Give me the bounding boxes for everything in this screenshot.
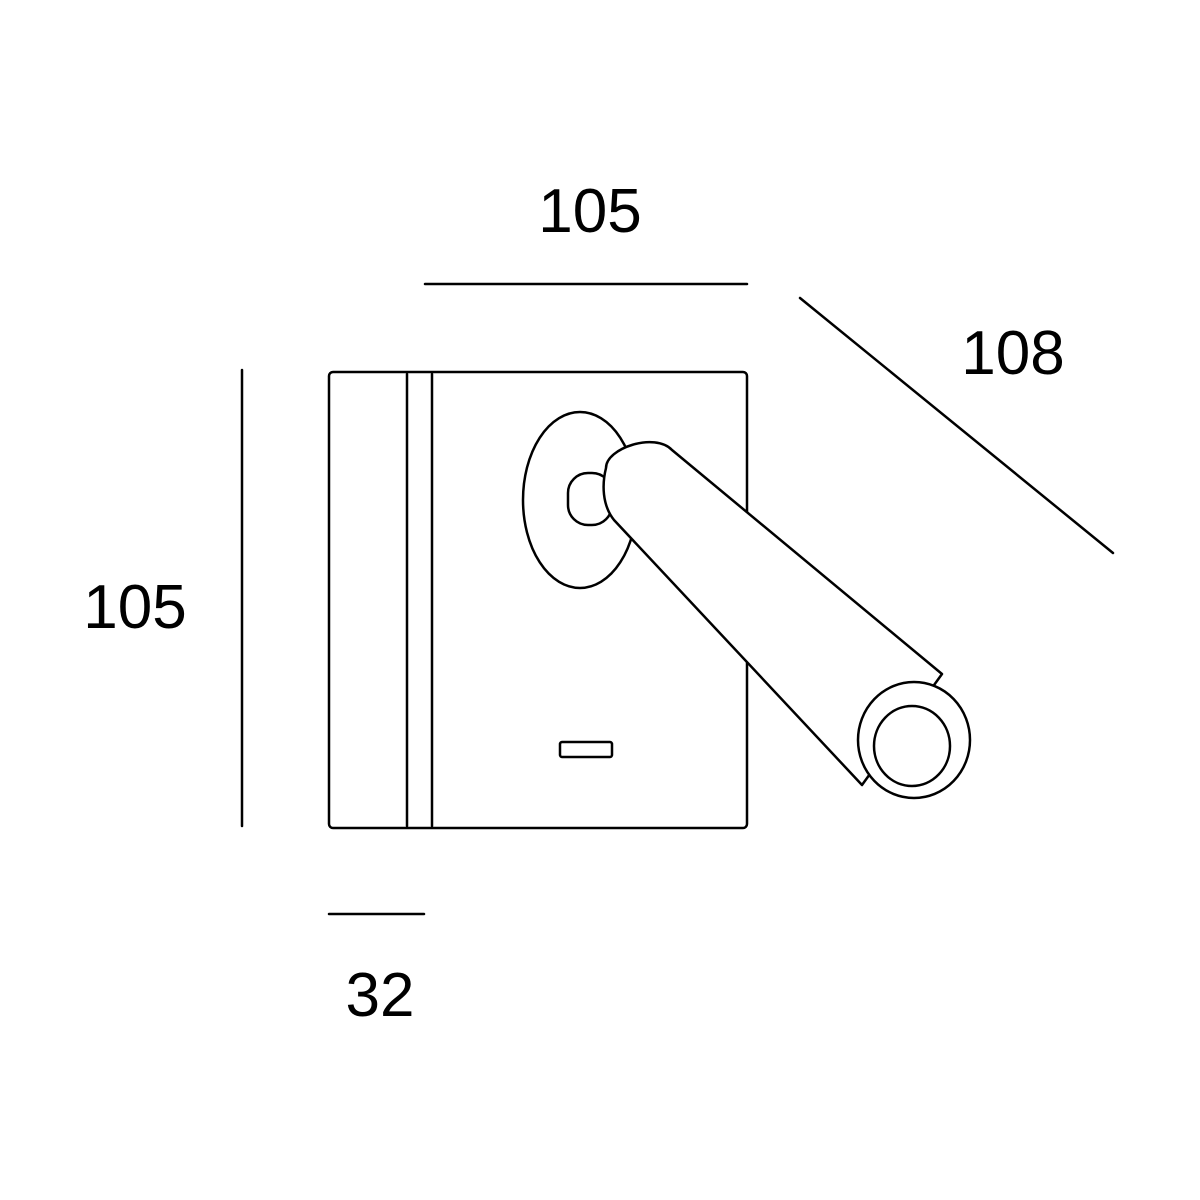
switch-slot [558,740,614,759]
arm-reach-dimension-label: 108 [961,319,1064,388]
width-dimension-label: 105 [538,177,641,246]
depth-dimension-label: 32 [346,961,415,1030]
arm-reach-dimension: 108 [798,296,1115,555]
arm-body [602,440,944,787]
height-dimension: 105 [83,368,244,828]
depth-dimension: 32 [327,912,426,1030]
arm-head-lens [872,704,952,788]
reading-arm [602,440,972,800]
height-dimension-label: 105 [83,573,186,642]
arm-reach-dimension-line [798,296,1115,555]
width-dimension: 105 [423,177,749,286]
swivel-base [521,410,639,590]
